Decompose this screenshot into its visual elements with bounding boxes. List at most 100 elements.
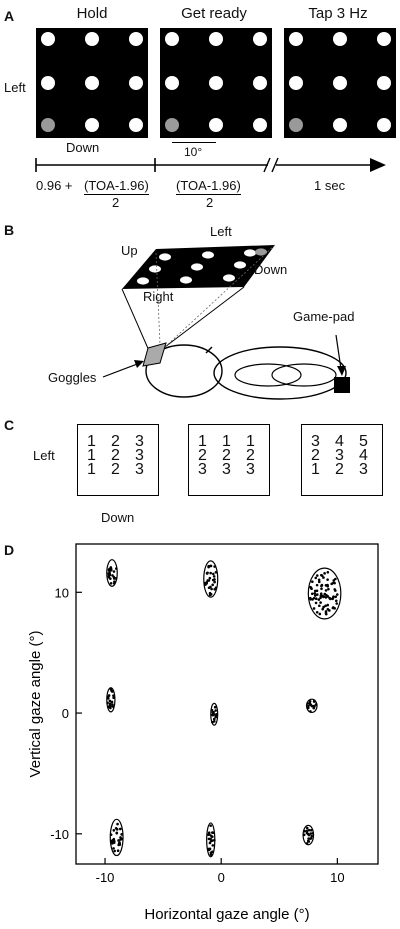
grid-cell: 5 [359, 433, 368, 450]
gaze-point [319, 596, 322, 600]
gaze-point [118, 827, 122, 831]
scale-label: 10° [184, 145, 203, 159]
gaze-point [115, 567, 118, 570]
fixation-dot [165, 118, 179, 132]
gaze-point [211, 831, 214, 834]
gaze-point [109, 833, 113, 836]
gaze-point [113, 580, 116, 583]
grid-cell: 3 [335, 447, 344, 464]
gaze-point [315, 574, 319, 577]
gaze-point [203, 581, 207, 585]
timeline-axis [35, 157, 386, 173]
grid-cell: 3 [246, 461, 255, 478]
hold-screen [36, 28, 148, 138]
gaze-point [307, 704, 310, 708]
gaze-point [310, 834, 314, 838]
gaze-point [322, 576, 325, 579]
gaze-point [312, 607, 316, 610]
grid-cell: 3 [135, 447, 144, 464]
gaze-ellipse [305, 698, 318, 714]
gaze-point [315, 610, 319, 614]
grid-cell: 2 [222, 447, 231, 464]
grid-cell: 4 [359, 447, 368, 464]
gaze-point [213, 565, 216, 568]
panel-c-label: C [4, 417, 15, 433]
gaze-point [312, 700, 316, 703]
gaze-point [303, 829, 307, 833]
gaze-point [111, 703, 114, 706]
gaze-point [205, 571, 209, 575]
gaze-point [207, 586, 211, 590]
gaze-point [317, 604, 321, 608]
gaze-point [209, 851, 213, 855]
gaze-point [317, 598, 321, 601]
gaze-point [309, 585, 312, 589]
gaze-point [214, 715, 217, 719]
gaze-point [213, 587, 216, 591]
gaze-point [323, 572, 326, 575]
panel-b-label: B [4, 222, 15, 238]
grid-cell: 2 [311, 447, 320, 464]
gaze-point [111, 705, 115, 708]
target-dot [333, 76, 347, 90]
gaze-point [324, 610, 328, 613]
gaze-point [211, 583, 214, 587]
gaze-point [315, 593, 319, 596]
gaze-point [116, 822, 119, 826]
gaze-ellipse [307, 567, 342, 620]
gaze-point [309, 828, 313, 832]
grid-cell: 1 [246, 433, 255, 450]
grid-cell: 3 [198, 461, 207, 478]
gaze-point [113, 849, 116, 853]
gaze-point [315, 589, 319, 593]
gaze-point [313, 591, 317, 595]
gaze-point [329, 597, 332, 601]
y-tick-label: 10 [55, 585, 69, 600]
gaze-point [212, 717, 216, 721]
gaze-point [112, 837, 116, 841]
gaze-point [212, 572, 215, 576]
gaze-point [332, 595, 335, 598]
gaze-point [309, 710, 312, 713]
gaze-point [211, 844, 215, 847]
gaze-point [313, 594, 317, 597]
gaze-point [334, 599, 338, 603]
gaze-point [106, 701, 109, 705]
grid-cell: 1 [222, 433, 231, 450]
grid-cell: 2 [111, 461, 120, 478]
gaze-point [324, 604, 327, 608]
gaze-point [327, 587, 330, 591]
timeline-seg2-denominator: 2 [206, 195, 214, 210]
panel-a-down-label: Down [66, 140, 100, 155]
y-axis-label: Vertical gaze angle (°) [27, 631, 44, 778]
hold-title: Hold [76, 5, 108, 22]
gaze-point [108, 699, 112, 703]
target-dot [85, 32, 99, 46]
gaze-point [209, 837, 212, 841]
gaze-point [116, 849, 120, 853]
target-dot [333, 32, 347, 46]
gaze-point [334, 577, 337, 581]
grid-cell: 4 [335, 433, 344, 450]
target-dot [41, 76, 55, 90]
gaze-point [109, 577, 112, 580]
gamepad-label: Game-pad [293, 309, 355, 324]
grid-cell: 1 [198, 433, 207, 450]
gaze-point [207, 564, 210, 568]
gaze-point [326, 570, 330, 574]
target-dot [209, 76, 223, 90]
gaze-point [317, 580, 321, 584]
goggles-diagram [102, 244, 350, 400]
gaze-point [306, 839, 310, 843]
target-dot [253, 118, 267, 132]
timeline-seg2-numerator: (TOA-1.96) [176, 178, 241, 195]
numbering-grid-2: 1 1 1 2 2 2 3 3 3 [188, 424, 270, 496]
plot-frame [75, 543, 379, 865]
fixation-dot [41, 118, 55, 132]
gaze-point [110, 700, 114, 704]
gaze-point [106, 697, 110, 700]
x-tick-label: 0 [218, 870, 225, 885]
gaze-point [328, 609, 331, 612]
target-dot [209, 118, 223, 132]
